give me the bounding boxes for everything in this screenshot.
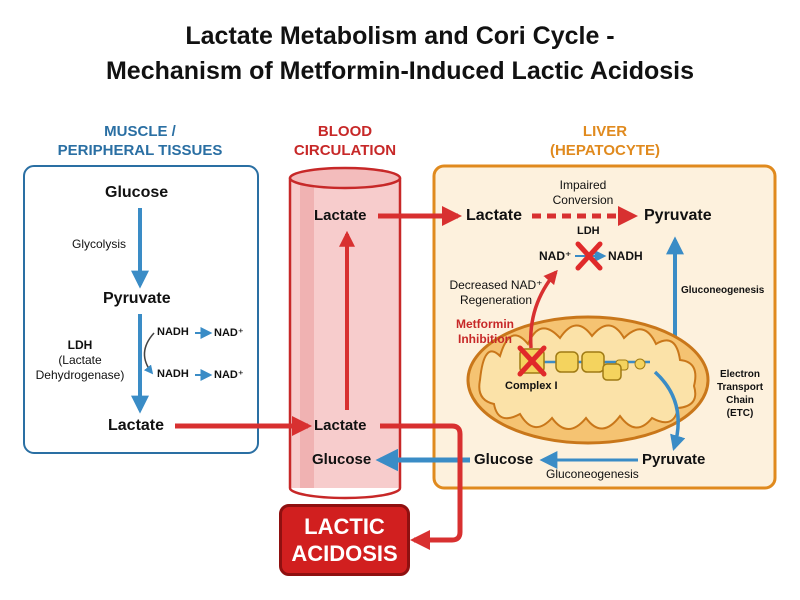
ldh-full-line-1: (Lactate [58, 353, 102, 367]
title-line-1: Lactate Metabolism and Cori Cycle - [185, 22, 615, 50]
gluconeogenesis-side-label: Gluconeogenesis [681, 285, 765, 296]
lactic-acidosis-box: LACTIC ACIDOSIS [279, 504, 410, 576]
liver-pyruvate-top: Pyruvate [644, 207, 712, 224]
complex-inhibit-x [517, 345, 547, 377]
decreased-nad-line-1: Decreased NAD⁺ [449, 278, 543, 292]
nadh-bottom: NADH [157, 368, 189, 380]
lactic-acidosis-line-1: LACTIC [304, 514, 385, 539]
muscle-header: MUSCLE / PERIPHERAL TISSUES [57, 123, 223, 159]
blood-lactate-top: Lactate [314, 207, 367, 224]
liver-nad: NAD⁺ [539, 249, 572, 263]
liver-lactate: Lactate [466, 207, 523, 224]
blood-glucose: Glucose [312, 451, 372, 468]
ldh-inhibit-x [575, 241, 603, 271]
muscle-panel [23, 165, 259, 454]
decreased-nad-arrow [528, 269, 558, 349]
liver-pyruvate-bottom: Pyruvate [642, 451, 706, 468]
decreased-nad-line-2: Regeneration [459, 293, 533, 307]
etc-to-pyruvate-arrow [653, 370, 686, 452]
blood-vessel [288, 166, 402, 500]
ldh-full-line-2: Dehydrogenase) [35, 368, 125, 382]
muscle-lactate: Lactate [108, 417, 165, 434]
liver-glucose: Glucose [474, 451, 534, 468]
impaired-line-2: Conversion [552, 193, 614, 207]
nad-bottom: NAD⁺ [214, 369, 244, 381]
liver-ldh: LDH [577, 225, 600, 237]
blood-header: BLOOD CIRCULATION [293, 123, 397, 159]
nadh-top: NADH [157, 326, 189, 338]
impaired-line-1: Impaired [559, 178, 607, 192]
metformin-line-2: Inhibition [458, 332, 512, 346]
complex-i-label: Complex I [505, 380, 558, 392]
lactate-to-acidosis-arrow [380, 423, 463, 550]
muscle-glucose: Glucose [105, 184, 169, 201]
glycolysis-label: Glycolysis [72, 237, 127, 251]
muscle-pyruvate: Pyruvate [103, 290, 171, 307]
etc-label: Electron Transport Chain (ETC) [716, 369, 764, 419]
gluconeogenesis-bottom-label: Gluconeogenesis [546, 467, 639, 481]
ldh-label: LDH [67, 338, 93, 352]
nad-top: NAD⁺ [214, 327, 244, 339]
liver-header: LIVER (HEPATOCYTE) [549, 123, 660, 159]
lactic-acidosis-line-2: ACIDOSIS [291, 541, 398, 566]
liver-nadh: NADH [608, 249, 643, 263]
metformin-line-1: Metformin [456, 317, 514, 331]
title-line-2: Mechanism of Metformin-Induced Lactic Ac… [105, 57, 695, 85]
blood-lactate-bottom: Lactate [314, 417, 367, 434]
nadh-cycle-arrow [143, 332, 155, 375]
